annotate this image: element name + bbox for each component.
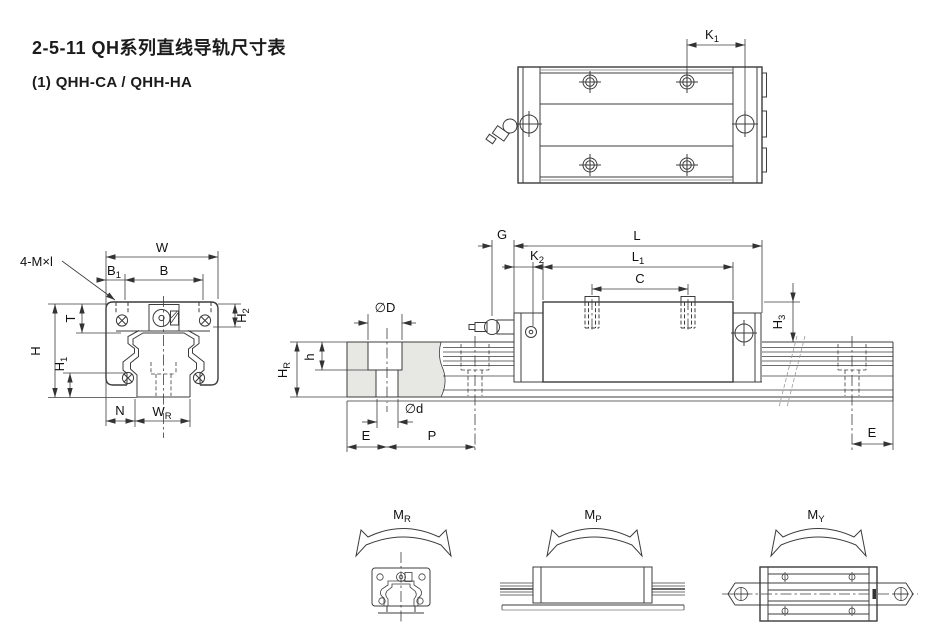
dim-label-h2: H2 — [234, 308, 252, 323]
dim-thread: 4-M×l — [20, 254, 116, 301]
dim-label-k2: K2 — [530, 248, 544, 266]
grease-nipple-side-icon — [468, 319, 515, 335]
dim-label-dia-D: ∅D — [375, 300, 396, 315]
moment-arrow-mr-icon — [355, 528, 452, 558]
dim-h1: H1 — [52, 357, 127, 398]
moment-arrow-mp-icon — [546, 528, 643, 558]
dim-label-t: T — [63, 314, 78, 322]
dim-label-thread: 4-M×l — [20, 254, 53, 269]
dim-k2-l1: K2 L1 — [502, 248, 734, 326]
moment-label-my: MY — [807, 507, 825, 525]
dim-h3: H3 — [764, 283, 800, 342]
moment-label-mr: MR — [393, 507, 411, 525]
dim-hr: HR — [275, 342, 347, 398]
dim-dia-d: ∅d — [362, 399, 423, 428]
dim-label-h: H — [28, 346, 43, 355]
dim-h2: H2 — [213, 303, 252, 328]
dim-label-b: B — [160, 263, 169, 278]
dim-label-h1: H1 — [52, 357, 70, 372]
dim-n-wr: N WR — [106, 399, 191, 427]
dim-dia-D: ∅D — [354, 300, 416, 340]
dim-label-c: C — [635, 271, 644, 286]
dim-label-w: W — [156, 240, 169, 255]
dim-e-p: E P — [346, 401, 475, 452]
dim-label-k1: K1 — [705, 27, 719, 45]
side-view-assembly: G L K2 L1 C — [275, 227, 894, 452]
page-subtitle: (1) QHH-CA / QHH-HA — [32, 74, 193, 91]
top-view-carriage: K1 — [485, 27, 767, 184]
dim-label-l: L — [633, 228, 640, 243]
dim-label-p: P — [428, 428, 437, 443]
title-block: 2-5-11 QH系列直线导轨尺寸表 (1) QHH-CA / QHH-HA — [32, 34, 286, 91]
moment-diagram-mp: MP — [500, 507, 685, 611]
dim-label-h-small: h — [302, 353, 317, 360]
dim-label-h3: H3 — [770, 315, 788, 330]
dim-label-e-right: E — [868, 425, 877, 440]
dim-h-small: h — [290, 341, 368, 371]
dim-label-hr: HR — [275, 362, 293, 378]
dim-t: T — [48, 303, 121, 334]
dim-k1: K1 — [686, 27, 746, 111]
dim-label-g: G — [497, 227, 507, 242]
dim-h: H — [28, 304, 137, 398]
moment-diagram-mr: MR — [355, 507, 452, 624]
dim-c: C — [591, 271, 689, 295]
dim-label-wr: WR — [152, 404, 171, 422]
dim-label-dia-d: ∅d — [405, 401, 424, 416]
moment-label-mp: MP — [584, 507, 601, 525]
cross-section-view: W B1 B 4-M×l T — [20, 240, 252, 438]
moment-arrow-my-icon — [770, 528, 867, 558]
dim-label-n: N — [115, 403, 124, 418]
dim-e-right: E — [852, 401, 894, 450]
grease-nipple-icon — [485, 118, 518, 145]
moment-diagram-my: MY — [722, 507, 918, 622]
dim-label-b1: B1 — [107, 263, 121, 281]
dim-g-l: G L — [478, 227, 763, 316]
dim-label-l1: L1 — [632, 249, 645, 267]
dim-b-b1: B1 B — [96, 263, 204, 300]
page-title: 2-5-11 QH系列直线导轨尺寸表 — [32, 38, 287, 58]
dim-label-e-left: E — [362, 428, 371, 443]
dim-w: W — [105, 240, 219, 426]
